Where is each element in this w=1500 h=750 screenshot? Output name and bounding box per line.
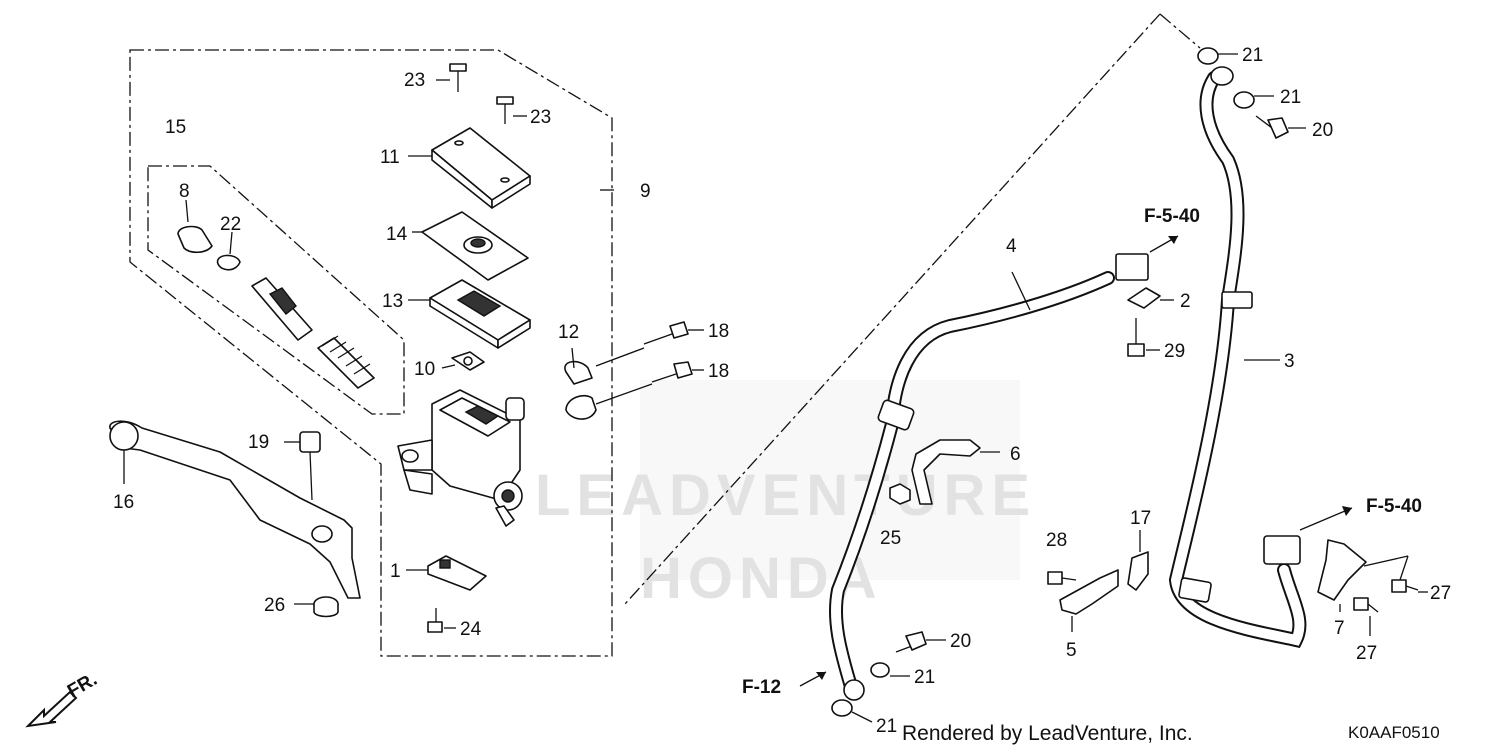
ref-f540-top: F-5-40 (1144, 206, 1200, 227)
bolt-27b (1363, 555, 1428, 593)
master-cylinder-group-outline (129, 49, 613, 657)
clip-10 (441, 351, 485, 371)
washer-21a (1197, 47, 1238, 65)
callout-18a: 18 (708, 321, 729, 342)
holder-12 (564, 347, 597, 420)
callout-29: 29 (1164, 341, 1185, 362)
oil-bolt-20a (1255, 115, 1306, 139)
callout-17: 17 (1130, 508, 1151, 529)
washer-21d (831, 699, 873, 723)
callout-21a: 21 (1242, 45, 1263, 66)
brake-switch-1 (406, 555, 487, 591)
bolt-28 (1047, 571, 1077, 585)
callout-9: 9 (640, 181, 651, 202)
callout-4: 4 (1006, 236, 1017, 257)
callout-16: 16 (113, 492, 134, 513)
oil-bolt-20b (895, 631, 946, 653)
clip-17 (1127, 530, 1149, 591)
spring (317, 335, 375, 389)
callout-1: 1 (390, 561, 401, 582)
watermark-line1: LEADVENTURE (535, 463, 1036, 528)
callout-18b: 18 (708, 361, 729, 382)
diaphragm-plate-14 (412, 211, 529, 281)
watermark: LEADVENTURE HONDA (535, 380, 1036, 611)
washer-21c (870, 662, 910, 678)
callout-28: 28 (1046, 530, 1067, 551)
callout-22: 22 (220, 214, 241, 235)
callout-3: 3 (1284, 351, 1295, 372)
piston-kit-group-outline (147, 165, 405, 415)
brake-hose-4 (829, 253, 1149, 701)
bolt-18a (595, 321, 704, 367)
piston-set (251, 277, 313, 341)
pivot-bolt-19 (284, 431, 321, 501)
callout-23a: 23 (404, 70, 425, 91)
diagram-code: K0AAF0510 (1348, 723, 1440, 742)
hose-stay-7 (1317, 539, 1367, 612)
callout-21d: 21 (876, 716, 897, 737)
reference-arrow-f12 (799, 671, 827, 687)
callout-8: 8 (179, 181, 190, 202)
callout-27a: 27 (1356, 643, 1377, 664)
callout-7: 7 (1334, 618, 1345, 639)
reservoir-cap-11 (408, 127, 531, 209)
callout-6: 6 (1010, 444, 1021, 465)
callout-13: 13 (382, 291, 403, 312)
rendered-by-credit: Rendered by LeadVenture, Inc. (902, 722, 1193, 745)
reference-arrow-f540-right (1299, 506, 1353, 531)
washer-21b (1233, 91, 1274, 109)
master-cylinder-body-9 (397, 189, 614, 527)
front-direction-arrow: FR. (25, 669, 101, 728)
hose-group-outline (624, 13, 1201, 605)
callout-21b: 21 (1280, 87, 1301, 108)
callout-5: 5 (1066, 640, 1077, 661)
ref-f540-right: F-5-40 (1366, 496, 1422, 517)
diaphragm-13 (408, 279, 531, 349)
bolt-18b (595, 361, 704, 405)
bolt-27a (1353, 597, 1379, 636)
brake-lever-16 (109, 420, 361, 599)
clamp-5 (1059, 569, 1119, 632)
bolt-29 (1127, 318, 1160, 357)
brake-hose-3 (1168, 66, 1307, 648)
callout-12: 12 (558, 322, 579, 343)
screw-23a (436, 63, 467, 92)
callout-26: 26 (264, 595, 285, 616)
reference-arrow-f540-top (1149, 235, 1179, 253)
callout-15: 15 (165, 117, 186, 138)
callout-14: 14 (386, 224, 408, 245)
nut-25 (889, 483, 911, 505)
screw-24 (427, 608, 456, 633)
callout-23b: 23 (530, 107, 551, 128)
callout-24: 24 (460, 619, 482, 640)
callout-11: 11 (380, 147, 400, 168)
circlip-22 (216, 231, 241, 271)
clamp-2 (1127, 287, 1174, 309)
screw-23b (496, 96, 527, 124)
callout-19: 19 (248, 432, 269, 453)
nut-26 (294, 596, 339, 618)
boot-8 (177, 199, 213, 254)
callout-27b: 27 (1430, 583, 1451, 604)
ref-f12: F-12 (742, 677, 781, 698)
hose-stay-6 (911, 439, 1000, 505)
callout-25: 25 (880, 528, 901, 549)
callout-2: 2 (1180, 291, 1191, 312)
callout-10: 10 (414, 359, 435, 380)
callout-21c: 21 (914, 667, 935, 688)
callout-20a: 20 (1312, 120, 1333, 141)
callout-20b: 20 (950, 631, 971, 652)
